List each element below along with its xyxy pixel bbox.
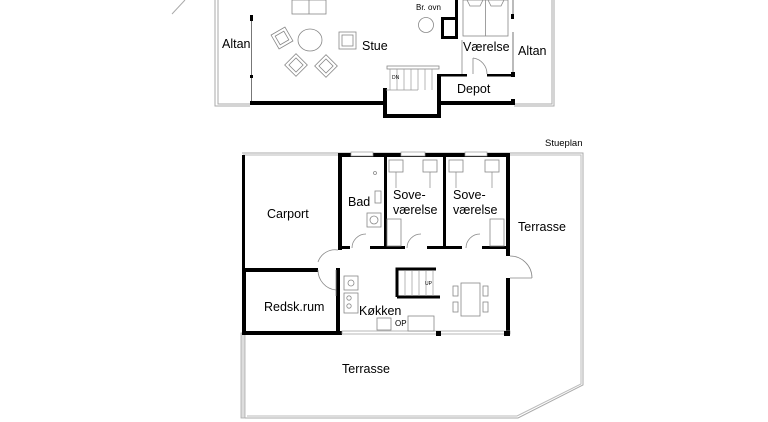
room-label-terrasse-bottom: Terrasse: [342, 362, 390, 376]
room-label-altan-left: Altan: [222, 37, 251, 51]
staircase-upper: DN: [386, 65, 440, 91]
stair-label-down: DN: [392, 75, 400, 81]
altan-right-outline: [514, 0, 553, 105]
wood-stove-icon: [418, 17, 434, 33]
shower-icon: [373, 171, 377, 175]
toilet-icon: [374, 190, 382, 204]
room-label-carport: Carport: [267, 207, 309, 221]
round-table-icon: [297, 28, 323, 52]
room-label-vaerelse: Værelse: [463, 40, 510, 54]
door-swing-vaerelse: [472, 57, 488, 75]
svg-text:værelse: værelse: [393, 203, 438, 217]
room-label-redskrum: Redsk.rum: [264, 300, 324, 314]
room-label-terrasse-right: Terrasse: [518, 220, 566, 234]
room-label-sovevaerelse-1: Sove-: [393, 188, 426, 202]
altan-left-outline: [217, 0, 250, 105]
upper-floor: DN Altan Stue Br. ovn Værelse Altan Depo…: [171, 0, 555, 118]
kitchen-sink-icon: [376, 317, 392, 331]
label-op: OP: [395, 319, 407, 328]
label-br-ovn: Br. ovn: [416, 3, 441, 12]
room-label-sovevaerelse-2: Sove-: [453, 188, 486, 202]
stove-icon: [343, 292, 359, 314]
bed-icons: [386, 159, 505, 247]
room-label-altan-right: Altan: [518, 44, 547, 58]
plan-title-stueplan: Stueplan: [545, 138, 583, 149]
ground-floor: Stueplan: [240, 138, 584, 419]
railing-left: [240, 332, 246, 419]
room-label-koekken: Køkken: [359, 304, 401, 318]
stair-label-up: UP: [425, 281, 433, 287]
room-label-bad: Bad: [348, 195, 370, 209]
dining-table-icon: [460, 282, 481, 317]
room-label-depot: Depot: [457, 82, 491, 96]
wall-bottom-left: [250, 101, 385, 105]
counter-icon: [407, 315, 435, 332]
room-label-stue: Stue: [362, 39, 388, 53]
wall-carport-left: [242, 155, 245, 270]
staircase-ground: UP: [395, 267, 440, 299]
balcony-edge-left: [171, 0, 186, 15]
svg-text:værelse: værelse: [453, 203, 498, 217]
window-bottom: [341, 330, 511, 335]
door-swing-terrace: [509, 255, 533, 279]
